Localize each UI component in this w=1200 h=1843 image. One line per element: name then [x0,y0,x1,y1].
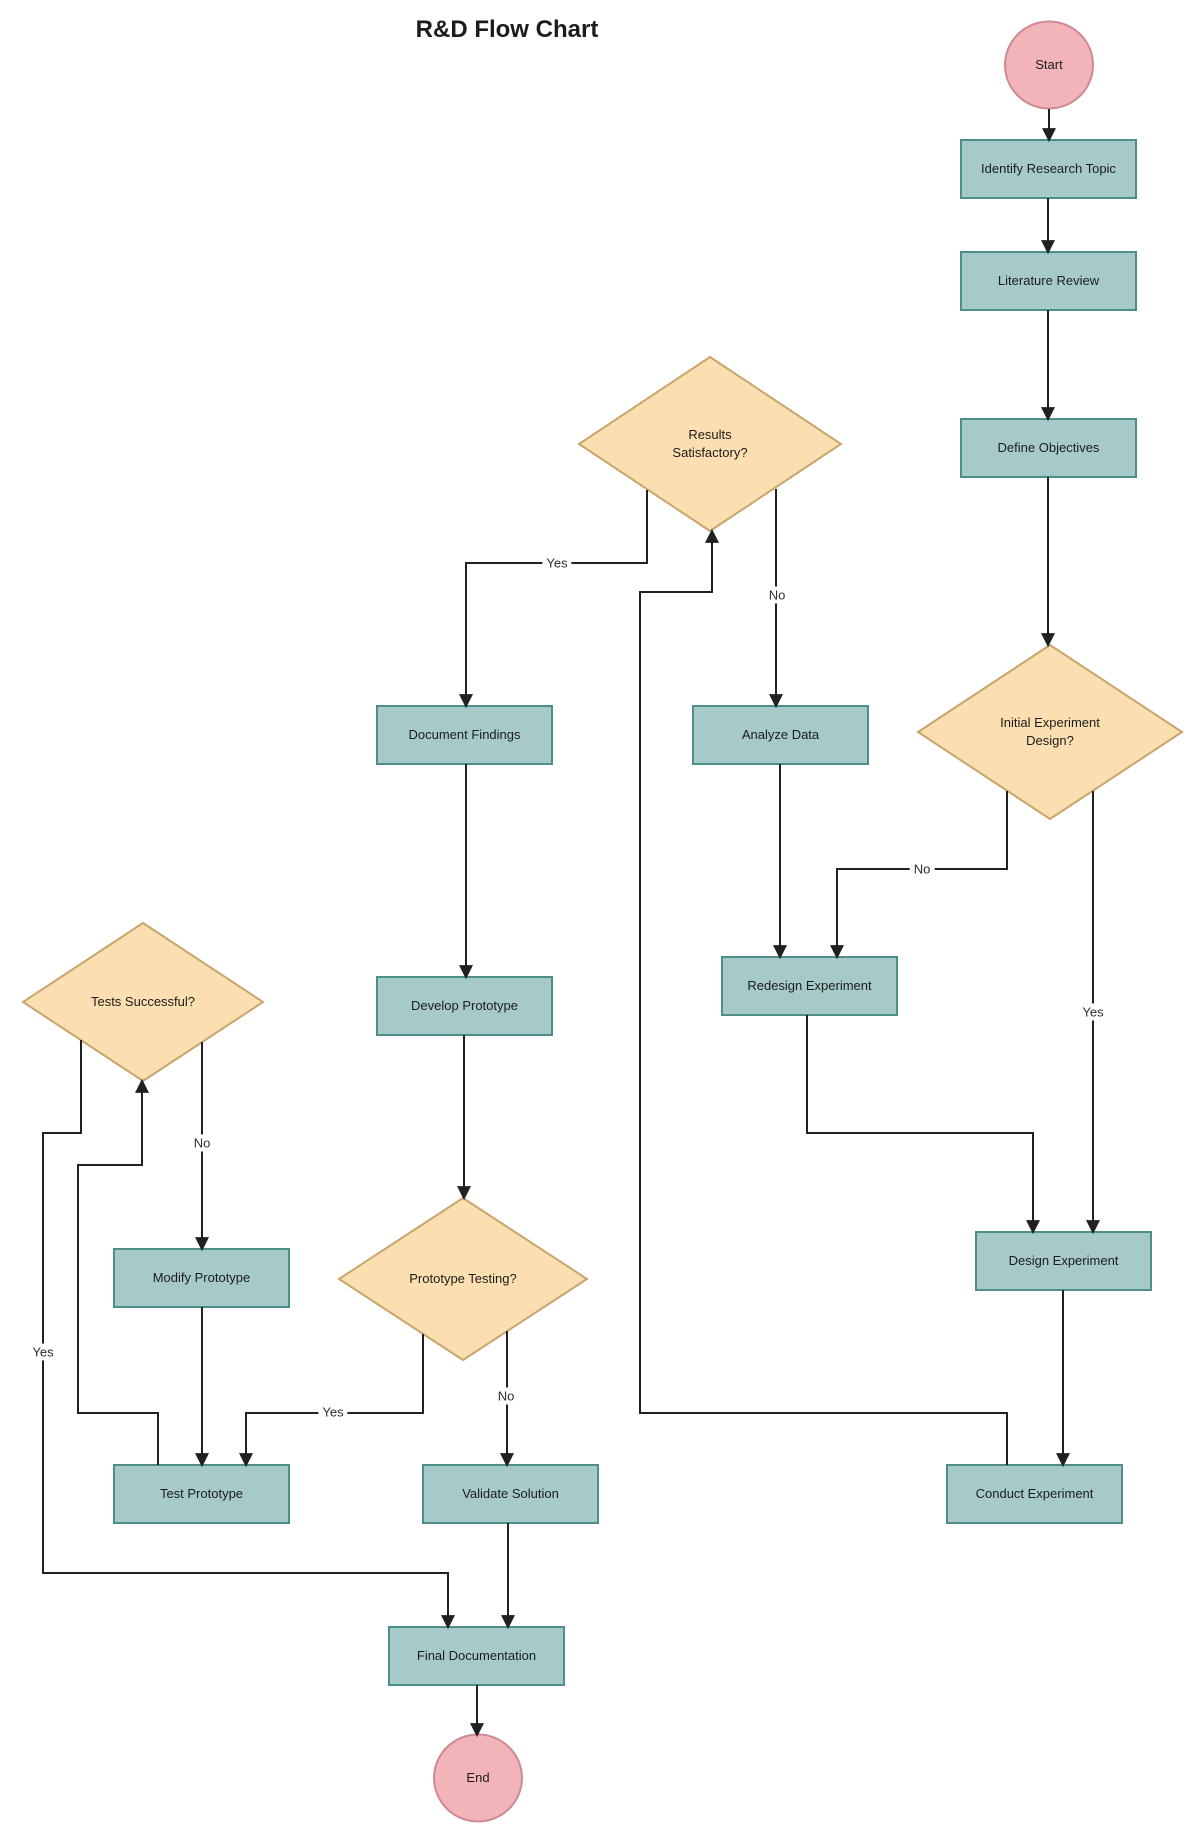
edge-prototype-yes-test [239,1334,424,1468]
edge-label-results-yes: Yes [542,554,572,572]
node-test-prototype[interactable] [113,1464,290,1524]
edge-label-prototype-no: No [493,1387,519,1405]
node-conduct-experiment[interactable] [946,1464,1123,1524]
edge-label-results-no: No [764,586,790,604]
node-modify-prototype[interactable] [113,1248,290,1308]
edge-conduct-results [639,528,1008,1465]
node-design-experiment[interactable] [975,1231,1152,1291]
edge-tests-yes-final [42,1040,455,1630]
edge-label-initial-no: No [909,860,935,878]
edge-label-tests-no: No [189,1134,215,1152]
page-title: R&D Flow Chart [415,16,599,43]
edge-results-yes-document [459,490,648,709]
node-validate-solution[interactable] [422,1464,599,1524]
node-document-findings[interactable] [376,705,553,765]
node-identify-research-topic[interactable] [960,139,1137,199]
node-analyze-data[interactable] [692,705,869,765]
node-initial-experiment-design[interactable] [916,643,1184,821]
edge-redesign-design [806,1015,1040,1235]
node-end[interactable] [433,1733,523,1823]
node-redesign-experiment[interactable] [721,956,898,1016]
node-literature-review[interactable] [960,251,1137,311]
edge-test-tests-feedback [77,1078,159,1465]
edge-label-prototype-yes: Yes [318,1403,348,1421]
edge-label-tests-yes: Yes [28,1343,58,1361]
edge-label-initial-yes: Yes [1078,1003,1108,1021]
node-results-satisfactory[interactable] [577,355,843,533]
node-tests-successful[interactable] [21,921,265,1083]
node-final-documentation[interactable] [388,1626,565,1686]
node-develop-prototype[interactable] [376,976,553,1036]
node-define-objectives[interactable] [960,418,1137,478]
node-prototype-testing[interactable] [337,1196,589,1362]
node-start[interactable] [1004,20,1094,110]
